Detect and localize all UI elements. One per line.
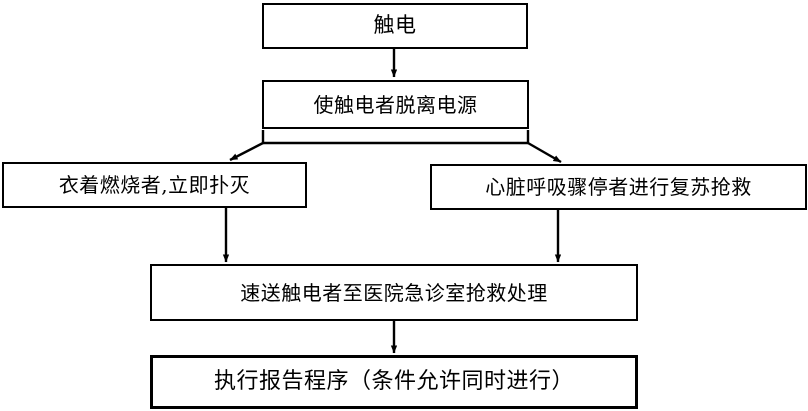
node-label-report: 执行报告程序（条件允许同时进行） [213,368,574,394]
flowchart-node-disconnect: 使触电者脱离电源 [262,80,529,129]
flowchart-node-cpr: 心脏呼吸骤停者进行复苏抢救 [430,164,807,210]
connector-disconnect-to-burning [229,141,264,162]
node-label-transport: 速送触电者至医院急诊室抢救处理 [240,280,548,305]
node-label-burning: 衣着燃烧者,立即扑灭 [58,173,251,197]
node-label-disconnect: 使触电者脱离电源 [313,92,478,117]
flowchart-node-transport: 速送触电者至医院急诊室抢救处理 [150,264,638,321]
node-label-cpr: 心脏呼吸骤停者进行复苏抢救 [485,175,752,199]
node-label-shock: 触电 [373,13,417,38]
flowchart-node-shock: 触电 [262,3,528,49]
flowchart-node-report: 执行报告程序（条件允许同时进行） [150,355,638,409]
connector-disconnect-to-cpr [527,141,562,164]
flowchart-node-burning: 衣着燃烧者,立即扑灭 [2,162,307,208]
